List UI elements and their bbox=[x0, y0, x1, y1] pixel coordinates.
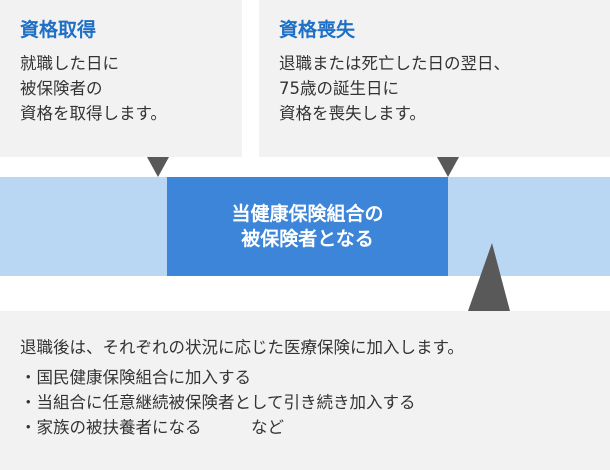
after-options-list: ・国民健康保険組合に加入する ・当組合に任意継続被保険者として引き続き加入する … bbox=[20, 365, 610, 440]
center-line-1: 当健康保険組合の bbox=[231, 202, 384, 225]
loss-pointer bbox=[437, 157, 459, 177]
loss-box: 資格喪失 退職または死亡した日の翌日、 75歳の誕生日に 資格を喪失します。 bbox=[259, 0, 610, 157]
after-option-item: ・家族の被扶養者になる など bbox=[20, 418, 284, 437]
acquire-pointer bbox=[147, 157, 169, 177]
acquire-box: 資格取得 就職した日に 被保険者の 資格を取得します。 bbox=[0, 0, 242, 157]
acquire-text: 就職した日に 被保険者の 資格を取得します。 bbox=[20, 54, 167, 123]
after-option-item: ・国民健康保険組合に加入する bbox=[20, 368, 251, 387]
after-pointer-shape bbox=[468, 243, 510, 311]
loss-text: 退職または死亡した日の翌日、 75歳の誕生日に 資格を喪失します。 bbox=[279, 54, 510, 123]
membership-center-box: 当健康保険組合の 被保険者となる bbox=[167, 177, 448, 276]
center-line-2: 被保険者となる bbox=[241, 227, 374, 250]
after-retirement-box: 退職後は、それぞれの状況に応じた医療保険に加入します。 ・国民健康保険組合に加入… bbox=[0, 311, 610, 470]
after-intro: 退職後は、それぞれの状況に応じた医療保険に加入します。 bbox=[20, 338, 464, 357]
after-option-item: ・当組合に任意継続被保険者として引き続き加入する bbox=[20, 393, 416, 412]
acquire-title: 資格取得 bbox=[20, 19, 97, 41]
loss-title: 資格喪失 bbox=[279, 19, 356, 41]
